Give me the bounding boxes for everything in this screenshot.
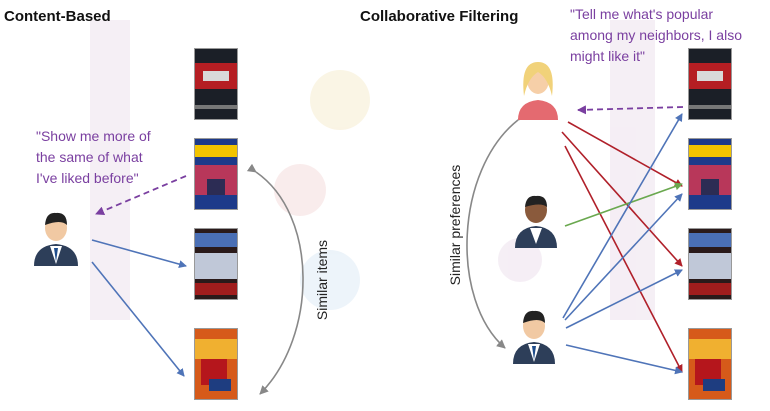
green-arrow-male2-to-item2 xyxy=(564,182,683,227)
blue-arrow-male-to-item4 xyxy=(565,344,683,375)
blue-arrow-male-to-item2 xyxy=(564,193,683,321)
content-based-quote: "Show me more of the same of what I've l… xyxy=(36,126,151,189)
collaborative-quote: "Tell me what's popular among my neighbo… xyxy=(570,4,742,67)
blue-arrow-male-to-item3 xyxy=(565,269,683,329)
red-arrow-female-to-item3 xyxy=(561,131,683,267)
movie-poster-icon xyxy=(688,48,732,120)
movie-poster-icon xyxy=(194,328,238,400)
similar-preferences-curve xyxy=(466,111,528,349)
quote-line: "Show me more of xyxy=(36,128,151,144)
movie-poster-icon xyxy=(688,328,732,400)
red-arrow-female-to-item2 xyxy=(567,121,683,187)
collaborative-filtering-title: Collaborative Filtering xyxy=(360,8,519,25)
similar-items-curve xyxy=(246,163,304,395)
movie-poster-icon xyxy=(194,138,238,210)
quote-line: might like it" xyxy=(570,48,645,64)
user-icon xyxy=(34,212,78,266)
dashed-arrow-item1-to-female xyxy=(577,105,684,115)
quote-line: I've liked before" xyxy=(36,170,139,186)
quote-line: among my neighbors, I also xyxy=(570,27,742,43)
content-based-title: Content-Based xyxy=(4,8,111,25)
arrow-user-to-item4 xyxy=(91,261,185,377)
male-user-icon xyxy=(515,195,557,248)
arrow-user-to-item3 xyxy=(91,239,187,268)
quote-line: the same of what xyxy=(36,149,143,165)
dashed-arrow-item2-to-user xyxy=(95,175,187,216)
red-arrow-female-to-item4 xyxy=(564,145,683,373)
movie-poster-icon xyxy=(194,48,238,120)
movie-poster-icon xyxy=(688,228,732,300)
quote-line: "Tell me what's popular xyxy=(570,6,714,22)
similar-items-label: Similar items xyxy=(314,239,330,321)
female-user-icon xyxy=(518,62,558,120)
movie-poster-icon xyxy=(194,228,238,300)
similar-preferences-label: Similar preferences xyxy=(447,164,463,286)
male-user-icon xyxy=(513,310,555,364)
blue-arrow-male-to-item1 xyxy=(562,113,683,319)
movie-poster-icon xyxy=(688,138,732,210)
